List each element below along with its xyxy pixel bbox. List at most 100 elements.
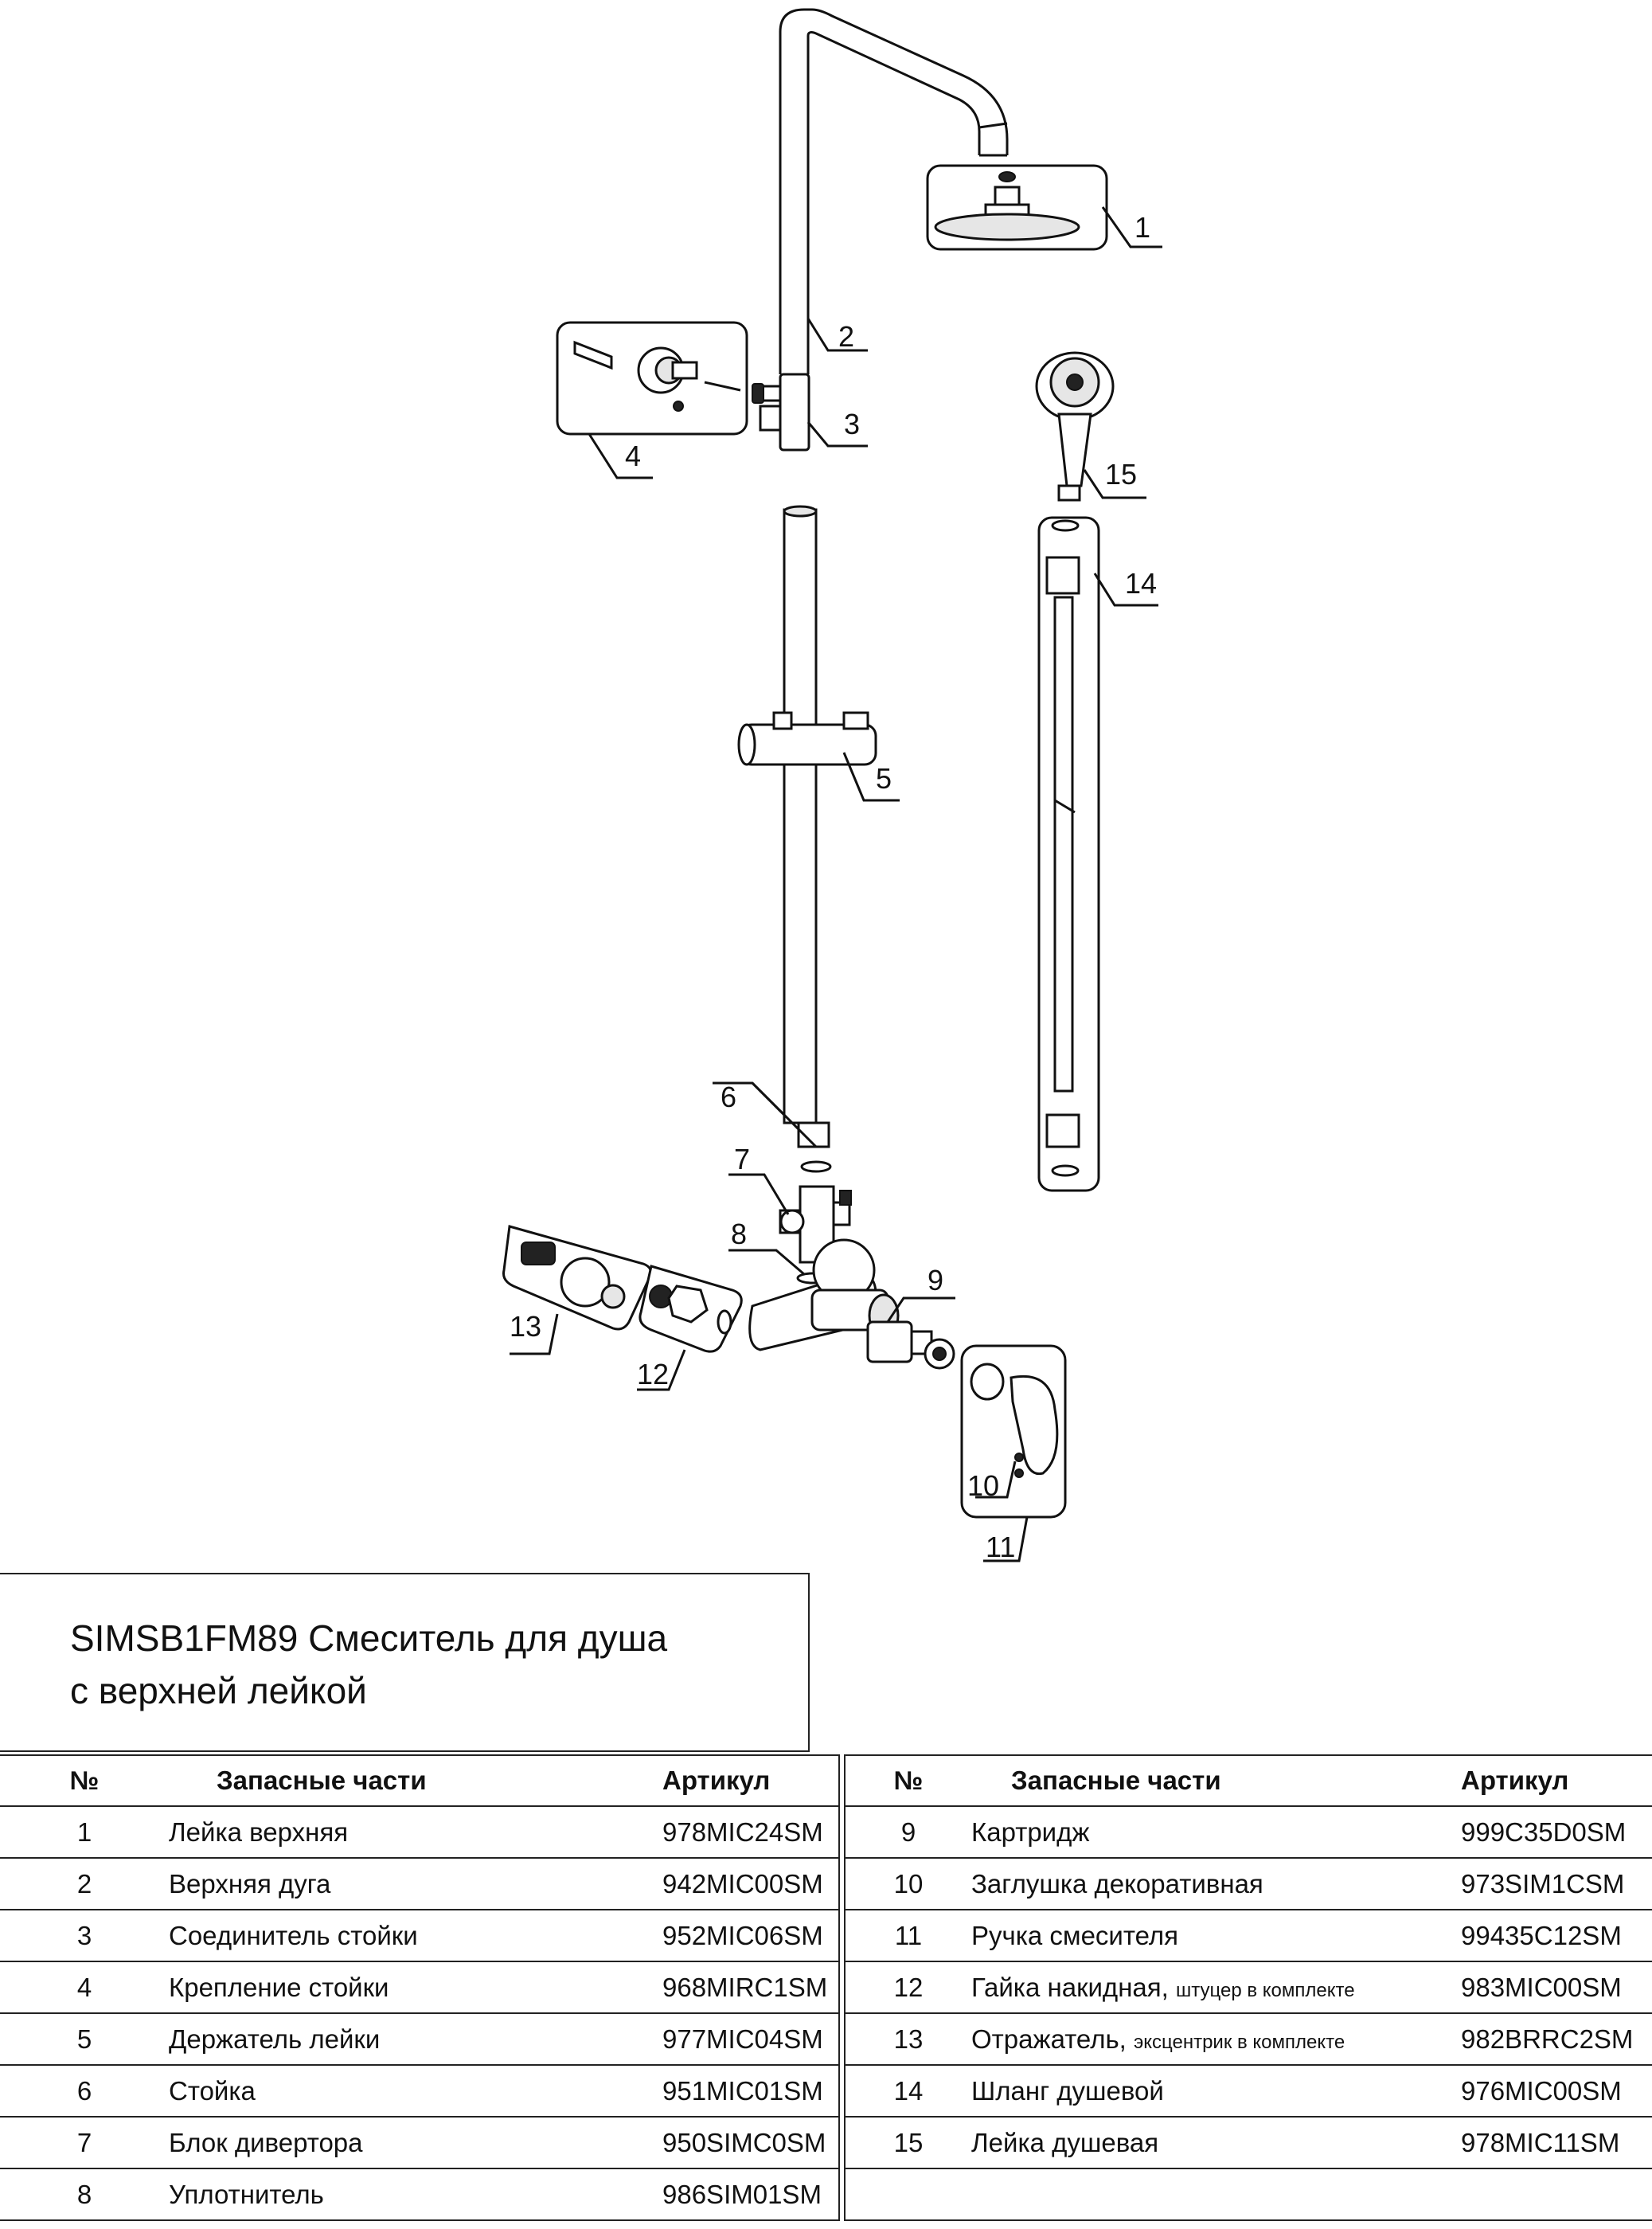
row-name — [971, 2168, 1461, 2221]
row-article: 983MIC00SM — [1461, 1961, 1652, 2014]
column-mount-part — [556, 321, 748, 436]
row-no: 1 — [0, 1806, 169, 1859]
row-name: Картридж — [971, 1806, 1461, 1859]
table-row: 6 Стойка 951MIC01SM — [0, 2065, 839, 2118]
table-row: 15 Лейка душевая 978MIC11SM — [845, 2117, 1652, 2169]
row-article — [1461, 2168, 1652, 2221]
row-name-text: Отражатель, — [971, 2024, 1127, 2054]
row-name: Верхняя дуга — [169, 1858, 662, 1910]
table-row: 1 Лейка верхняя 978MIC24SM — [0, 1806, 839, 1859]
callout-8: 8 — [731, 1218, 747, 1250]
table-row: 11 Ручка смесителя 99435C12SM — [845, 1910, 1652, 1962]
callout-2: 2 — [838, 320, 854, 353]
row-note: штуцер в комплекте — [1175, 1979, 1355, 2001]
row-no: 15 — [845, 2117, 971, 2169]
table-row: 4 Крепление стойки 968MIRC1SM — [0, 1961, 839, 2014]
row-no: 9 — [845, 1806, 971, 1859]
row-name: Лейка верхняя — [169, 1806, 662, 1859]
callout-4: 4 — [625, 440, 641, 472]
sliding-rail-part — [783, 505, 830, 1148]
table-header-row: № Запасные части Артикул — [845, 1754, 1652, 1807]
row-no: 7 — [0, 2117, 169, 2169]
callout-3: 3 — [844, 408, 860, 440]
table-row: 13 Отражатель, эксцентрик в комплекте 98… — [845, 2013, 1652, 2066]
row-article: 99435C12SM — [1461, 1910, 1652, 1962]
row-article: 977MIC04SM — [662, 2013, 839, 2066]
row-name: Заглушка декоративная — [971, 1858, 1461, 1910]
row-article: 982BRRC2SM — [1461, 2013, 1652, 2066]
row-article: 952MIC06SM — [662, 1910, 839, 1962]
exploded-parts-diagram: 1 2 3 4 5 6 7 8 9 10 11 12 13 14 15 — [502, 8, 1162, 1563]
table-row: 8 Уплотнитель 986SIM01SM — [0, 2168, 839, 2221]
row-article: 976MIC00SM — [1461, 2065, 1652, 2118]
row-name: Стойка — [169, 2065, 662, 2118]
row-no: 2 — [0, 1858, 169, 1910]
row-article: 973SIM1CSM — [1461, 1858, 1652, 1910]
row-name: Блок дивертора — [169, 2117, 662, 2169]
row-no: 6 — [0, 2065, 169, 2118]
spare-parts-table-right: № Запасные части Артикул 9 Картридж 999C… — [844, 1754, 1652, 2221]
table-row: 14 Шланг душевой 976MIC00SM — [845, 2065, 1652, 2118]
union-nut-part — [639, 1265, 743, 1353]
callout-5: 5 — [876, 762, 892, 795]
row-name: Гайка накидная, штуцер в комплекте — [971, 1961, 1461, 2014]
callout-1: 1 — [1135, 211, 1150, 244]
callout-14: 14 — [1125, 567, 1157, 600]
row-name-text: Ручка смесителя — [971, 1920, 1178, 1950]
row-name: Ручка смесителя — [971, 1910, 1461, 1962]
row-article: 950SIMC0SM — [662, 2117, 839, 2169]
handle-part — [960, 1344, 1067, 1519]
row-article: 978MIC24SM — [662, 1806, 839, 1859]
header-part: Запасные части — [169, 1754, 662, 1807]
header-article: Артикул — [662, 1754, 839, 1807]
header-no: № — [845, 1754, 971, 1807]
row-no — [845, 2168, 971, 2221]
callout-10: 10 — [967, 1469, 999, 1502]
row-name: Уплотнитель — [169, 2168, 662, 2221]
row-name-text: Заглушка декоративная — [971, 1868, 1263, 1899]
shower-hose-part — [1037, 516, 1100, 1192]
callout-15: 15 — [1105, 458, 1137, 491]
callout-6: 6 — [721, 1081, 736, 1113]
row-article: 999C35D0SM — [1461, 1806, 1652, 1859]
diverter-block-part — [779, 1160, 852, 1264]
row-note: эксцентрик в комплекте — [1133, 2031, 1345, 2053]
header-no: № — [0, 1754, 169, 1807]
header-article: Артикул — [1461, 1754, 1652, 1807]
row-name: Крепление стойки — [169, 1961, 662, 2014]
shower-holder-part — [737, 711, 877, 766]
reflector-part — [502, 1225, 652, 1331]
row-no: 11 — [845, 1910, 971, 1962]
callout-7: 7 — [734, 1143, 750, 1175]
row-name: Шланг душевой — [971, 2065, 1461, 2118]
row-name: Лейка душевая — [971, 2117, 1461, 2169]
table-header-row: № Запасные части Артикул — [0, 1754, 839, 1807]
row-name-text: Картридж — [971, 1816, 1090, 1847]
table-row: 3 Соединитель стойки 952MIC06SM — [0, 1910, 839, 1962]
cartridge-part — [866, 1320, 955, 1370]
row-no: 12 — [845, 1961, 971, 2014]
row-article: 978MIC11SM — [1461, 2117, 1652, 2169]
row-article: 951MIC01SM — [662, 2065, 839, 2118]
header-part: Запасные части — [971, 1754, 1461, 1807]
row-no: 5 — [0, 2013, 169, 2066]
row-name-text: Гайка накидная, — [971, 1972, 1169, 2002]
row-no: 4 — [0, 1961, 169, 2014]
product-title: SIMSB1FM89 Смеситель для душа — [70, 1617, 668, 1659]
table-row: 5 Держатель лейки 977MIC04SM — [0, 2013, 839, 2066]
table-row: 9 Картридж 999C35D0SM — [845, 1806, 1652, 1859]
row-name: Держатель лейки — [169, 2013, 662, 2066]
callout-9: 9 — [928, 1264, 943, 1296]
upper-arm-part — [779, 8, 1009, 374]
hand-shower-part — [1035, 351, 1115, 502]
callout-12: 12 — [637, 1358, 669, 1390]
row-no: 8 — [0, 2168, 169, 2221]
row-name: Отражатель, эксцентрик в комплекте — [971, 2013, 1461, 2066]
callout-11: 11 — [986, 1531, 1015, 1563]
row-article: 986SIM01SM — [662, 2168, 839, 2221]
callout-leaders — [510, 206, 1162, 1562]
table-row: 7 Блок дивертора 950SIMC0SM — [0, 2117, 839, 2169]
callout-13: 13 — [510, 1310, 541, 1343]
title-box — [0, 1573, 810, 1752]
table-row: 2 Верхняя дуга 942MIC00SM — [0, 1858, 839, 1910]
